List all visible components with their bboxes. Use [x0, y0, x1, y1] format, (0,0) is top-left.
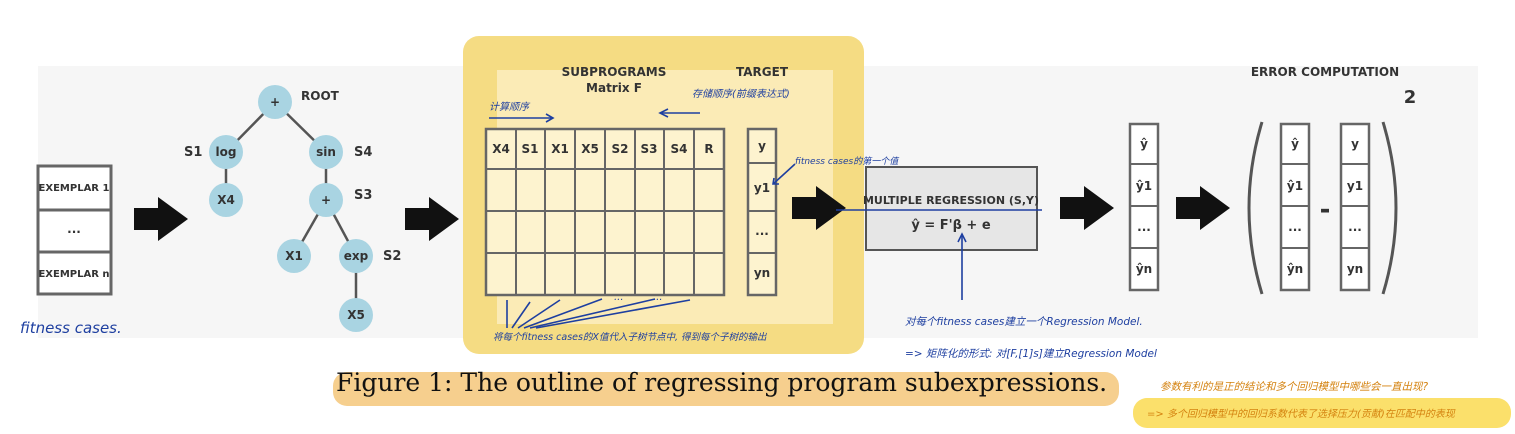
matrix-col-header: R [704, 142, 713, 156]
error-right-cell: ... [1348, 220, 1362, 234]
prediction-cell: ŷn [1136, 262, 1152, 276]
target-cell: y [758, 139, 766, 153]
matrix-col-header: X1 [551, 142, 569, 156]
matrix-title: SUBPROGRAMS [562, 65, 667, 79]
annotation-matrix-form: => 矩阵化的形式: 对[F,[1]s]建立Regression Model [905, 348, 1157, 360]
error-left-cell: ŷ1 [1287, 179, 1303, 193]
arrow-right-icon [1060, 186, 1114, 230]
arrow-right-icon [134, 197, 188, 241]
exemplars-box: EXEMPLAR 1 ... EXEMPLAR n [36, 164, 113, 296]
prediction-cell: ŷ1 [1136, 179, 1152, 193]
target-column: y y1 ... yn [746, 127, 778, 297]
subtree-label-s2: S2 [383, 249, 401, 264]
node-x5: X5 [347, 308, 365, 322]
error-left-column: ŷ ŷ1 ... ŷn [1279, 122, 1311, 292]
annotation-relation: => 多个回归模型中的回归系数代表了选择压力(贡献)在匹配中的表现 [1147, 408, 1456, 420]
node-log: log [216, 145, 237, 159]
target-cell: y1 [754, 181, 770, 195]
node-x4: X4 [217, 193, 235, 207]
right-paren-icon [1381, 121, 1398, 295]
exemplar-first: EXEMPLAR 1 [39, 183, 110, 194]
target-cell: yn [754, 266, 770, 280]
annotation-question: 参数有利的是正的结论和多个回归模型中哪些会一直出现? [1160, 381, 1428, 393]
exemplar-ellipsis: ... [67, 222, 81, 236]
matrix-dots-b: ... [653, 292, 663, 303]
error-right-column: y y1 ... yn [1339, 122, 1371, 292]
matrix-col-header: S1 [522, 142, 539, 156]
matrix-col-header: X4 [492, 142, 510, 156]
matrix-col-header: X5 [581, 142, 599, 156]
matrix-dots-a: ... [614, 292, 624, 303]
matrix-grid: X4 S1 X1 X5 S2 S3 S4 R [484, 127, 726, 297]
subtree-label-s3: S3 [354, 188, 372, 203]
error-title: ERROR COMPUTATION [1251, 65, 1399, 79]
subtree-label-s4: S4 [354, 145, 372, 160]
error-exponent: 2 [1404, 87, 1417, 108]
minus-sign: - [1320, 195, 1331, 225]
node-exp: exp [344, 249, 369, 263]
annotation-per-case-model: 对每个fitness cases建立一个Regression Model. [905, 316, 1143, 328]
error-right-cell: y1 [1347, 179, 1363, 193]
annotation-compute-order: 计算顺序 [489, 101, 531, 113]
error-left-cell: ... [1288, 220, 1302, 234]
annotation-substitute: 将每个fitness cases的X值代入子树节点中, 得到每个子树的输出 [493, 331, 767, 343]
annotation-first-value: fitness cases的第一个值 [795, 156, 900, 167]
regression-box: MULTIPLE REGRESSION (S,Y) ŷ = F'β + e [863, 166, 1039, 251]
left-paren-icon [1247, 121, 1264, 295]
error-left-cell: ŷ [1291, 137, 1299, 151]
target-cell: ... [755, 224, 769, 238]
annotation-fitness-cases: fitness cases. [20, 319, 122, 337]
matrix-col-header: S3 [641, 142, 658, 156]
regression-equation: ŷ = F'β + e [911, 218, 991, 233]
matrix-col-header: S4 [671, 142, 688, 156]
matrix-col-header: S2 [612, 142, 629, 156]
node-sin: sin [316, 145, 336, 159]
node-x1: X1 [285, 249, 303, 263]
annotation-strokes [489, 108, 1042, 329]
prediction-cell: ŷ [1140, 137, 1148, 151]
exemplar-last: EXEMPLAR n [38, 269, 109, 280]
node-plus2: + [321, 193, 331, 207]
matrix-subtitle: Matrix F [586, 81, 642, 95]
figure-caption: Figure 1: The outline of regressing prog… [336, 368, 1108, 397]
prediction-cell: ... [1137, 220, 1151, 234]
tree-root-label: ROOT [301, 89, 340, 103]
regression-title: MULTIPLE REGRESSION (S,Y) [863, 194, 1039, 207]
error-right-cell: yn [1347, 262, 1363, 276]
tree-nodes [209, 85, 373, 332]
arrow-right-icon [405, 197, 459, 241]
note-highlight [1133, 398, 1511, 428]
subtree-label-s1: S1 [184, 145, 202, 160]
prediction-column: ŷ ŷ1 ... ŷn [1128, 122, 1160, 292]
error-right-cell: y [1351, 137, 1359, 151]
arrow-right-icon [1176, 186, 1230, 230]
node-plus-root: + [270, 95, 280, 109]
arrow-right-icon [792, 186, 846, 230]
target-title: TARGET [736, 65, 789, 79]
annotation-storage-order: 存储顺序(前缀表达式) [692, 88, 790, 100]
caption-highlight [333, 372, 1119, 406]
error-left-cell: ŷn [1287, 262, 1303, 276]
